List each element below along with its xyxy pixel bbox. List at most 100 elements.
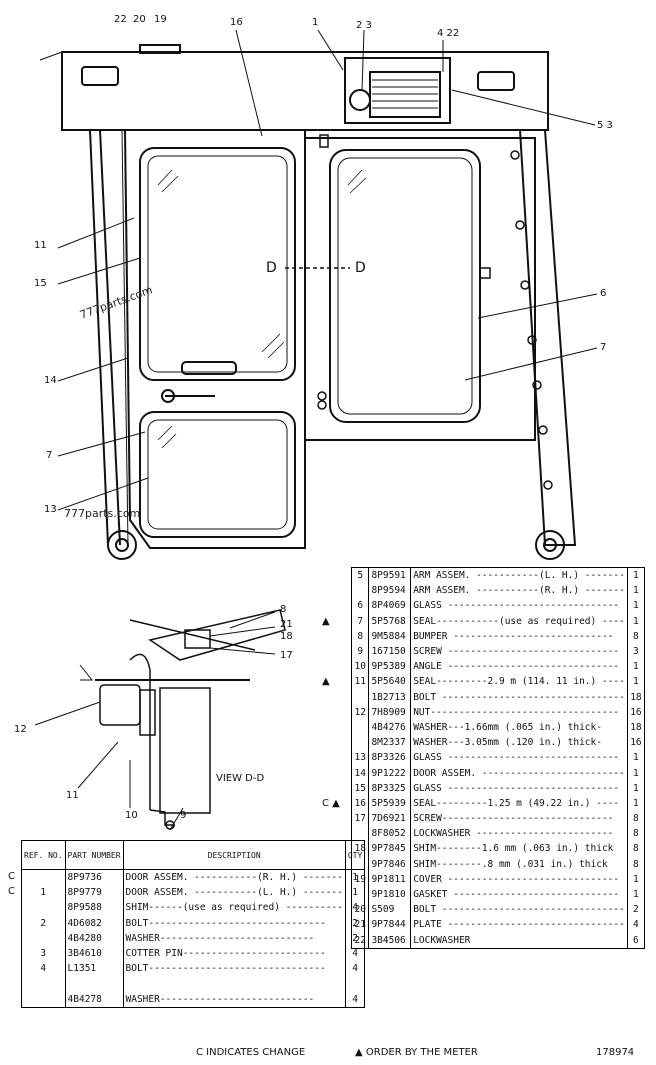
cell-ref [21,869,66,886]
cell-ref: 1 [21,885,66,901]
cell-ref [21,930,66,946]
cell-qty: 8 [633,813,639,825]
cell-part: 5P5768 [368,613,412,629]
callout-16: 16 [230,17,243,28]
callout-9: 9 [180,810,187,821]
legend-meter: ▲ ORDER BY THE METER [355,1047,478,1058]
cell-desc: ARM ASSEM. -----------(R. H.) ------- [410,583,628,599]
cell-part: 5P5939 [368,795,412,811]
change-marker: C [8,886,15,897]
cell-qty: 1 [633,661,639,673]
cell-ref [352,857,369,872]
cell-desc: WASHER---3.05mm (.120 in.) thick- [410,735,628,751]
cell-desc: GLASS ------------------------------ [410,750,628,766]
cell-desc: SHIM------(use as required) ---------- [123,900,346,916]
cell-ref: 20 [354,904,366,916]
callout-21: 21 [280,619,293,630]
cell-ref: 19 [354,873,366,885]
cell-part: L1351 [65,961,124,977]
cell-qty: 4 [352,963,358,975]
view-label: VIEW D-D [216,773,265,784]
cell-ref: 17 [354,813,366,825]
cell-qty: 8 [633,843,639,855]
cell-qty: 3 [633,646,639,658]
callout-14: 14 [44,375,57,386]
watermark: 777parts.com [64,507,141,520]
callout-19: 19 [154,14,167,25]
cab-top-frame [61,51,549,131]
callout-2-3: 2 3 [356,20,372,31]
cell-ref: 7 [357,615,364,627]
cell-qty: 1 [633,570,639,582]
cell-ref: 21 [354,919,366,931]
cell-desc: BOLT------------------------------- [123,961,346,977]
header-part: PART NUMBER [65,840,124,870]
cell-desc: ARM ASSEM. -----------(L. H.) ------- [410,567,628,584]
cell-desc: BOLT -------------------------------- [410,902,628,918]
cell-ref: 13 [354,752,366,764]
cell-desc: SEAL---------1.25 m (49.22 in.) ---- [410,795,628,811]
arm-assembly [518,129,577,546]
callout-22: 22 [114,14,127,25]
cell-qty: 8 [633,858,639,870]
cell-ref: 12 [354,706,366,718]
cell-desc: DOOR ASSEM. ------------------------- [410,765,628,781]
cell-part [65,976,124,992]
cell-part: 3B4506 [368,932,412,949]
cell-ref: 14 [354,767,366,779]
cell-desc [123,976,346,992]
cell-qty: 1 [633,752,639,764]
cell-part: 7H8909 [368,704,412,720]
cell-part: 1B2713 [368,689,412,705]
callout-1: 1 [312,17,319,28]
callout-5-3: 5 3 [597,120,613,131]
cell-qty: 4 [633,919,639,931]
cell-part: 4B4278 [65,991,124,1008]
cell-ref [352,887,369,902]
cell-ref [21,991,66,1008]
callout-10: 10 [125,810,138,821]
cell-part: 8P3325 [368,780,412,796]
callout-6: 6 [600,288,607,299]
cell-ref: 2 [21,915,66,931]
cell-ref: 22 [354,934,366,946]
callout-8: 8 [280,604,287,615]
cell-part: 8P9591 [368,567,412,584]
document-number: 178974 [596,1047,635,1058]
cell-qty: 1 [633,797,639,809]
cell-part: 9M5884 [368,628,412,644]
order-marker: ▲ [322,676,330,688]
cell-desc: COTTER PIN------------------------- [123,945,346,962]
callout-7: 7 [46,450,53,461]
cell-part: 9P7845 [368,841,412,857]
section-d-right: D [355,260,366,276]
cell-ref [352,720,369,735]
cell-desc: SHIM--------1.6 mm (.063 in.) thick [410,841,628,857]
cell-part: 8P9779 [65,885,124,901]
lower-door-window [139,411,296,538]
cell-part: 3B4610 [65,945,124,962]
cell-desc: COVER ------------------------------ [410,871,628,887]
cell-desc: GLASS ------------------------------ [410,780,628,796]
table-row [21,976,365,992]
cell-desc: SHIM--------.8 mm (.031 in.) thick [410,856,628,872]
cell-qty: 1 [633,615,639,627]
cell-qty: 1 [633,873,639,885]
cell-qty: 16 [630,706,642,718]
cell-qty: 1 [352,887,358,899]
cell-part: 9P1811 [368,871,412,887]
